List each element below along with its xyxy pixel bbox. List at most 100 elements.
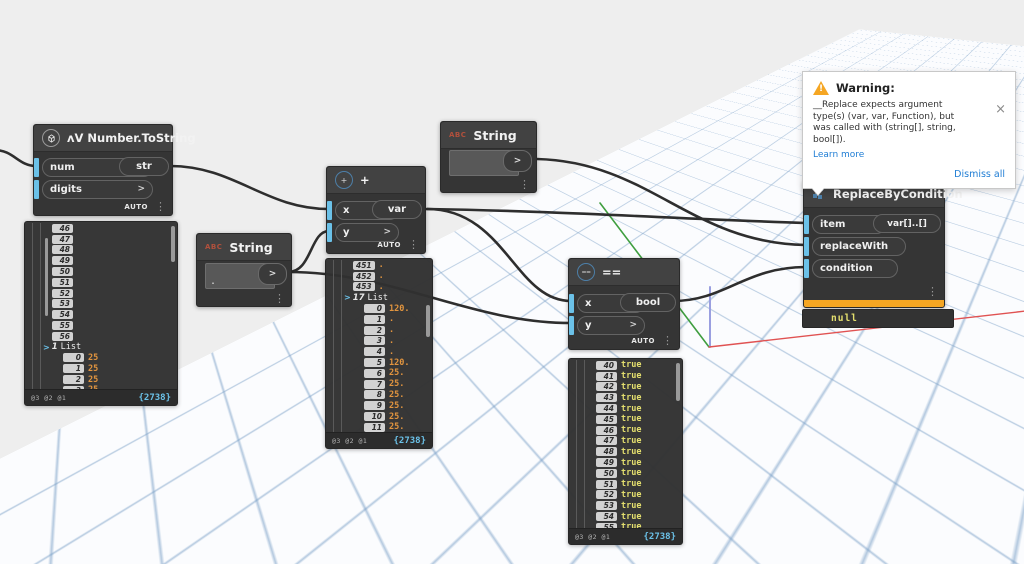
output-port-var[interactable]: var[]..[] [873,214,941,233]
port-caret-icon: > [137,184,145,194]
input-port-y[interactable]: y> [569,315,645,335]
index-badge: 53 [52,299,73,309]
expand-chevron-icon[interactable]: > [43,342,50,352]
item-value: true [621,479,642,490]
port-connector-bar [327,222,332,242]
node-title: String [473,127,517,143]
input-port-replacewith[interactable]: replaceWith [804,236,906,256]
node-menu-icon[interactable]: ⋮ [155,200,166,213]
port-connector-bar [569,315,574,335]
index-badge: 2 [63,375,84,385]
port-connector-bar [34,157,39,177]
node-header[interactable]: == == [569,259,679,286]
output-port-str[interactable]: str [119,157,169,176]
dismiss-all-link[interactable]: Dismiss all [954,168,1005,180]
index-badge: 44 [596,404,617,414]
scrollbar-thumb[interactable] [676,363,680,401]
inner-scrollbar-thumb[interactable] [45,238,48,316]
node-menu-icon[interactable]: ⋮ [662,334,673,347]
null-value: null [831,313,858,324]
preview-bubble-tostring[interactable]: 4647484950515253545556>1List025125225325… [24,221,178,406]
index-badge: 7 [364,379,385,389]
node-menu-icon[interactable]: ⋮ [519,178,530,191]
item-value: . [389,346,395,357]
replace-result-preview[interactable]: null [802,309,954,328]
node-header[interactable]: + + [327,167,425,194]
item-count-badge: {2738} [393,435,426,446]
expand-chevron-icon[interactable]: > [344,293,351,303]
node-string-dot[interactable]: ABC String . > ⋮ [196,233,292,307]
item-value: 120. [389,303,410,314]
item-value: true [621,500,642,511]
list-index: 1 [51,342,58,353]
output-port[interactable]: > [258,263,287,285]
list-index: 17 [352,292,365,303]
list-item-row: 46 [25,223,177,234]
index-badge: 3 [63,385,84,390]
index-badge: 10 [364,412,385,422]
item-value: 25. [389,379,405,390]
index-badge: 1 [63,364,84,374]
item-value: true [621,489,642,500]
item-value: true [621,392,642,403]
equals-icon: == [577,263,595,281]
node-menu-icon[interactable]: ⋮ [274,292,285,305]
lacing-auto-label: AUTO [377,241,401,249]
close-icon[interactable]: × [995,102,1006,117]
scrollbar-thumb[interactable] [171,226,175,262]
index-badge: 52 [596,490,617,500]
port-label: num [50,161,75,173]
node-number-tostring[interactable]: ʌV Number.ToString num > digits> str AUTO… [33,124,196,216]
input-port-y[interactable]: y> [327,222,399,242]
warning-title: Warning: [836,81,895,95]
learn-more-link[interactable]: Learn more [813,149,865,160]
list-item-row: 7 25. [326,379,432,390]
node-header[interactable]: ʌV Number.ToString [34,125,196,152]
node-menu-icon[interactable]: ⋮ [408,238,419,251]
item-value: 25. [389,400,405,411]
node-menu-icon[interactable]: ⋮ [927,285,938,298]
list-item-row: 49 [25,255,177,266]
lacing-auto-label: AUTO [124,203,148,211]
scrollbar-thumb[interactable] [426,305,430,337]
index-badge: 11 [364,422,385,432]
node-string-empty[interactable]: ABC String > ⋮ [440,121,537,193]
node-header[interactable]: ABC String [441,122,536,149]
node-header[interactable]: ABC String [197,234,291,261]
list-item-row: 52 [25,288,177,299]
list-level-badges: @3 @2 @1 [575,532,611,541]
input-port-digits[interactable]: digits> [34,179,153,199]
index-badge: 2 [364,325,385,335]
input-port-item[interactable]: item [804,214,886,234]
node-equals[interactable]: == == x> y> bool AUTO ⋮ [568,258,680,350]
port-caret-icon: > [629,320,637,330]
list-item-row: 55 [25,320,177,331]
index-badge: 56 [52,331,73,341]
index-badge: 452 [353,271,375,281]
output-port-bool[interactable]: bool [620,293,676,312]
input-port-condition[interactable]: condition [804,258,898,278]
output-port[interactable]: > [503,150,532,172]
node-replacebycondition[interactable]: ? ReplaceByCondition item replaceWith co… [803,180,963,308]
index-badge: 451 [353,260,375,270]
item-count-badge: {2738} [643,531,676,542]
popup-pointer [812,187,824,195]
output-port-var[interactable]: var [372,200,422,219]
index-badge: 5 [364,358,385,368]
node-plus[interactable]: + + x> y> var AUTO ⋮ [326,166,426,254]
